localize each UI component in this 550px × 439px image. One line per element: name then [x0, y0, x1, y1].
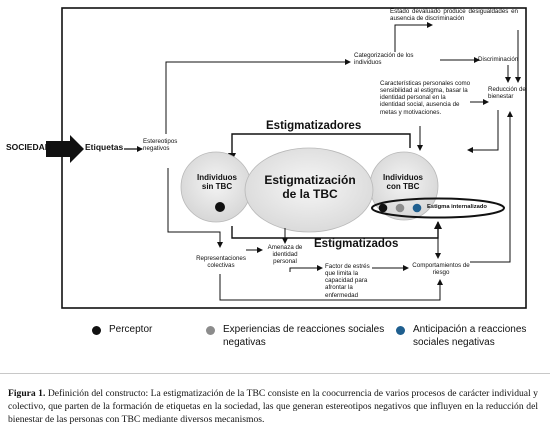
label-individuos-con-tbc: Individuos con TBC	[383, 173, 423, 192]
legend-dot-perceptor	[92, 326, 101, 335]
label-sociedad: SOCIEDAD	[6, 142, 51, 152]
ellipse-estigmatizacion	[244, 147, 374, 233]
label-caracteristicas: Características personales como sensibil…	[380, 80, 471, 116]
figure-caption: Figura 1. Definición del constructo: La …	[8, 387, 538, 427]
label-discriminacion: Discriminación	[478, 56, 519, 63]
dot-black	[378, 203, 388, 213]
caption-label: Figura 1.	[8, 388, 46, 399]
arrow-amenaza-factor	[289, 265, 323, 272]
label-amenaza: Amenaza de identidad personal	[267, 244, 303, 266]
legend-label-experiencias: Experiencias de reacciones sociales nega…	[223, 324, 385, 348]
arrow-categorizacion-estado	[394, 22, 433, 52]
legend-item-perceptor: Perceptor	[92, 324, 152, 337]
label-estigma-internalizado: Estigma internalizado	[427, 204, 487, 210]
label-estigmatizados: Estigmatizados	[314, 238, 399, 250]
outer-frame	[61, 7, 527, 309]
arrow-representaciones-return	[219, 274, 443, 301]
legend-dot-experiencias	[206, 326, 215, 335]
label-representaciones: Representaciones colectivas	[196, 255, 246, 270]
label-factor-estres: Factor de estrés que limita la capacidad…	[325, 263, 370, 299]
legend-item-anticipacion: Anticipación a reacciones sociales negat…	[396, 324, 543, 349]
estigma-internalizado-ellipse	[371, 197, 505, 219]
legend-label-anticipacion: Anticipación a reacciones sociales negat…	[413, 324, 527, 348]
perceptor-dot	[215, 202, 225, 212]
label-estereotipos: Estereotipos negativos	[143, 138, 178, 153]
dot-grey	[395, 203, 405, 213]
legend-dot-anticipacion	[396, 326, 405, 335]
arrow-estereotipos-representaciones	[167, 168, 223, 248]
label-estigmatizacion: Estigmatización de la TBC	[264, 173, 356, 201]
label-estigmatizadores: Estigmatizadores	[266, 120, 362, 132]
label-etiquetas: Etiquetas	[85, 142, 124, 152]
label-reduccion: Reducción de bienestar	[488, 86, 526, 101]
label-estado-devaluado: Estado devaluado produce desigualdades e…	[390, 8, 518, 23]
arrow-estereotipos-categorizacion	[165, 59, 351, 134]
arrow-estigmatizadores	[228, 133, 411, 161]
label-categorizacion: Categorización de los individuos	[354, 52, 414, 67]
legend-item-experiencias: Experiencias de reacciones sociales nega…	[206, 324, 385, 349]
caption-divider	[0, 373, 550, 374]
caption-text: Definición del constructo: La estigmatiz…	[8, 388, 538, 426]
legend-label-perceptor: Perceptor	[109, 324, 153, 335]
label-individuos-sin-tbc: Individuos sin TBC	[197, 173, 237, 192]
society-arrow	[46, 135, 84, 163]
arrow-reduccion-individuos	[467, 110, 499, 153]
dot-blue	[412, 203, 422, 213]
label-comportamientos: Comportamientos de riesgo	[412, 262, 470, 277]
arrow-comportamientos-reduccion	[470, 111, 513, 263]
